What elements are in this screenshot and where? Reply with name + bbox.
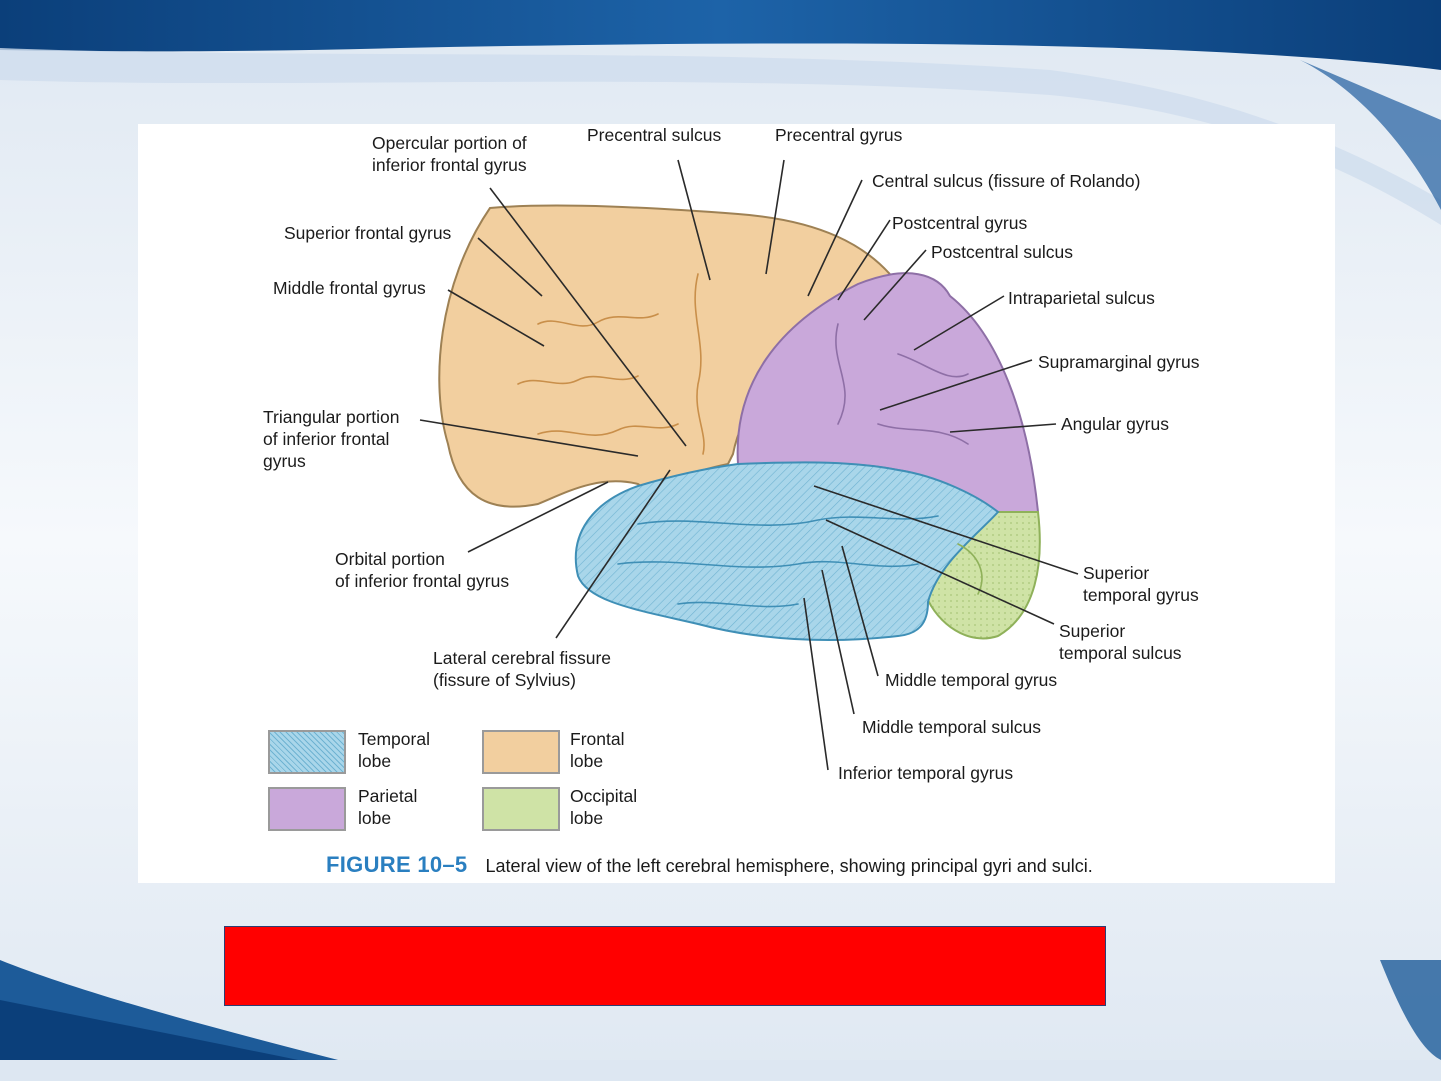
legend-swatch-parietal [268, 787, 346, 831]
label-precentral-gyrus: Precentral gyrus [775, 125, 903, 145]
caption-text: Lateral view of the left cerebral hemisp… [485, 856, 1093, 876]
label-triangular-portion: Triangular portion of inferior frontal g… [263, 407, 400, 471]
label-middle-temporal-sulcus: Middle temporal sulcus [862, 717, 1041, 737]
label-middle-frontal-gyrus: Middle frontal gyrus [273, 278, 426, 298]
legend-label-occipital: Occipital lobe [570, 786, 638, 828]
legend-label-parietal: Parietal lobe [358, 786, 418, 828]
legend-swatch-frontal [482, 730, 560, 774]
label-angular-gyrus: Angular gyrus [1061, 414, 1169, 434]
temporal-lobe [574, 461, 1000, 641]
figure-caption: FIGURE 10–5 Lateral view of the left cere… [326, 852, 1093, 878]
legend-label-temporal: Temporal lobe [358, 729, 430, 771]
label-postcentral-gyrus: Postcentral gyrus [892, 213, 1028, 233]
label-superior-temporal-gyrus: Superior temporal gyrus [1083, 563, 1199, 605]
label-inferior-temporal-gyrus: Inferior temporal gyrus [838, 763, 1014, 783]
legend-swatch-temporal [268, 730, 346, 774]
label-supramarginal-gyrus: Supramarginal gyrus [1038, 352, 1200, 372]
label-superior-temporal-sulcus: Superior temporal sulcus [1059, 621, 1182, 663]
legend-swatch-occipital [482, 787, 560, 831]
label-central-sulcus: Central sulcus (fissure of Rolando) [872, 171, 1141, 191]
label-orbital-portion: Orbital portion of inferior frontal gyru… [335, 549, 510, 591]
red-highlight-bar [224, 926, 1106, 1006]
label-lateral-cerebral-fissure: Lateral cerebral fissure (fissure of Syl… [433, 648, 611, 690]
label-intraparietal-sulcus: Intraparietal sulcus [1008, 288, 1155, 308]
label-opercular: Opercular portion of inferior frontal gy… [372, 133, 527, 175]
label-precentral-sulcus: Precentral sulcus [587, 125, 722, 145]
label-superior-frontal-gyrus: Superior frontal gyrus [284, 223, 452, 243]
legend-label-frontal: Frontal lobe [570, 729, 625, 771]
figure-panel: Opercular portion of inferior frontal gy… [138, 124, 1335, 883]
figure-number: FIGURE 10–5 [326, 852, 468, 877]
label-postcentral-sulcus: Postcentral sulcus [931, 242, 1074, 262]
label-middle-temporal-gyrus: Middle temporal gyrus [885, 670, 1058, 690]
brain-diagram [419, 159, 1079, 771]
